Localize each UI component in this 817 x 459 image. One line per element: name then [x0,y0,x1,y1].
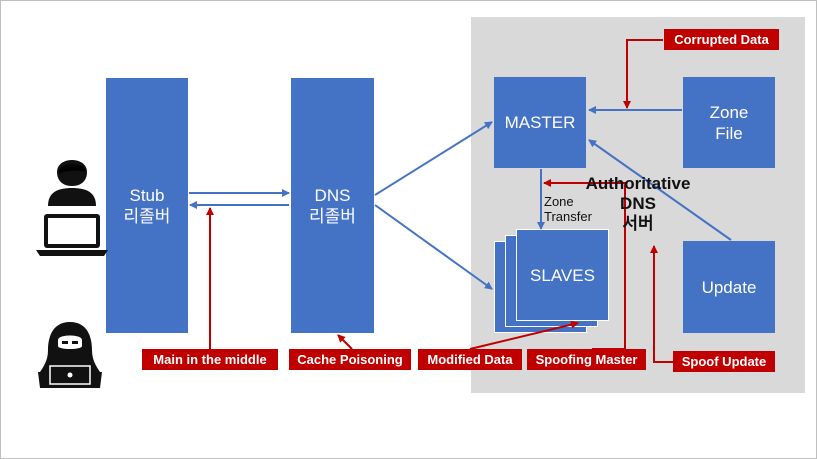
dns-resolver-box: DNS 리졸버 [291,78,374,333]
slaves-label: SLAVES [530,265,595,285]
master-box: MASTER [494,77,586,168]
red-arrow-cache-poisoning [337,334,353,350]
master-label: MASTER [504,113,576,132]
zone-transfer-line1: Zone [544,194,574,209]
authoritative-dns-label: Authoritative DNS 서버 [578,174,698,234]
dns-resolver-line1: DNS [314,185,351,205]
authoritative-line1: Authoritative [585,174,691,193]
zone-file-line2: File [715,123,743,143]
arrow-update-to-master [588,139,732,241]
laptop-icon [36,214,108,256]
stub-line1: Stub [129,185,165,205]
stub-line2: 리졸버 [123,206,171,226]
tag-cache-poisoning: Cache Poisoning [289,349,411,370]
slaves-box: SLAVES [516,229,609,321]
arrow-dns-to-slaves [374,204,493,290]
tag-mitm: Main in the middle [142,349,278,370]
authoritative-line2: DNS [620,194,656,213]
stub-resolver-box: Stub 리졸버 [106,78,188,333]
tag-corrupted-data: Corrupted Data [664,29,779,50]
tag-spoof-update: Spoof Update [673,351,775,372]
authoritative-line3: 서버 [622,214,654,233]
red-arrow-spoof-update [650,245,674,363]
zone-file-box: Zone File [683,77,775,168]
tag-spoofing-master: Spoofing Master [527,349,646,370]
zone-transfer-line2: Transfer [544,209,592,224]
user-icon [48,160,96,206]
zone-transfer-label: Zone Transfer [544,194,592,224]
update-label: Update [701,277,757,297]
dns-resolver-line2: 리졸버 [309,206,356,226]
zone-file-line1: Zone [709,102,749,122]
update-box: Update [683,241,775,333]
arrow-dns-to-master [374,121,493,196]
hacker-icon [38,322,102,388]
red-arrow-corrupted-data [623,39,663,109]
tag-modified-data: Modified Data [418,349,522,370]
red-arrow-modified-data [469,320,579,350]
